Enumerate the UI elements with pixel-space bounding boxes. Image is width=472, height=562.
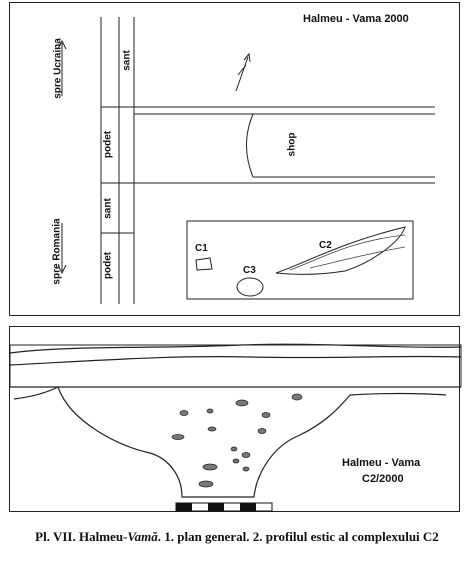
shop-wall (246, 113, 254, 178)
feature-c3-outline (236, 277, 264, 297)
profile-panel: Halmeu - Vama C2/2000 (9, 326, 462, 512)
caption-text: . 1. plan general. 2. profilul estic al … (157, 529, 439, 544)
profile-complex-label: C2/2000 (362, 473, 404, 485)
direction-top-label: spre Ucraina (52, 38, 64, 99)
feature-c1-label: C1 (195, 243, 208, 254)
stone (232, 458, 240, 464)
stones (171, 393, 303, 488)
topsoil-frame (9, 344, 462, 388)
layer-line-middle (9, 355, 462, 366)
stone (291, 393, 303, 401)
feature-c2-outline (275, 226, 406, 275)
profile-site-label: Halmeu - Vama (342, 457, 421, 469)
direction-bottom-label: spre Romania (51, 218, 63, 285)
feature-c2-inner-line (289, 234, 406, 271)
arrow-up-icon (57, 39, 67, 50)
stone (235, 399, 249, 407)
caption-site-italic: Vamă (127, 529, 158, 544)
stone (198, 480, 214, 488)
caption-site: Halmeu- (79, 529, 128, 544)
stone (202, 463, 218, 471)
stone (230, 446, 238, 452)
caption-plate: Pl. VII. (35, 529, 76, 544)
plan-drawing (57, 17, 435, 304)
feature-c2-inner-line (309, 246, 406, 269)
stone (179, 410, 189, 416)
stone (242, 466, 250, 472)
road-segment-sant-top: sant (121, 50, 133, 71)
stone (206, 408, 214, 414)
plan-title: Halmeu - Vama 2000 (303, 13, 409, 25)
building-label: shop (286, 132, 298, 157)
arrow-down-icon (57, 264, 67, 275)
figure-caption: Pl. VII. Halmeu-Vamă. 1. plan general. 2… (12, 529, 462, 545)
feature-c1-outline (195, 257, 213, 271)
road-segment-podet-top: podet (102, 130, 114, 159)
excavation-trench (186, 220, 414, 300)
feature-c3-label: C3 (243, 265, 256, 276)
stone (261, 412, 271, 418)
stone (171, 434, 185, 440)
road-segment-podet-bottom: podet (102, 251, 114, 280)
stone (241, 452, 251, 458)
profile-drawing (9, 343, 462, 512)
north-arrow-icon (235, 52, 251, 92)
scale-bar (175, 502, 273, 512)
general-plan-panel: Halmeu - Vama 2000 spre Ucraina spre Rom… (9, 2, 460, 316)
road-segment-sant-bottom: sant (102, 198, 114, 219)
pit-outline (13, 386, 447, 498)
stone (257, 428, 267, 434)
feature-c2-label: C2 (319, 240, 332, 251)
stone (207, 426, 217, 432)
layer-line-top (9, 343, 462, 354)
